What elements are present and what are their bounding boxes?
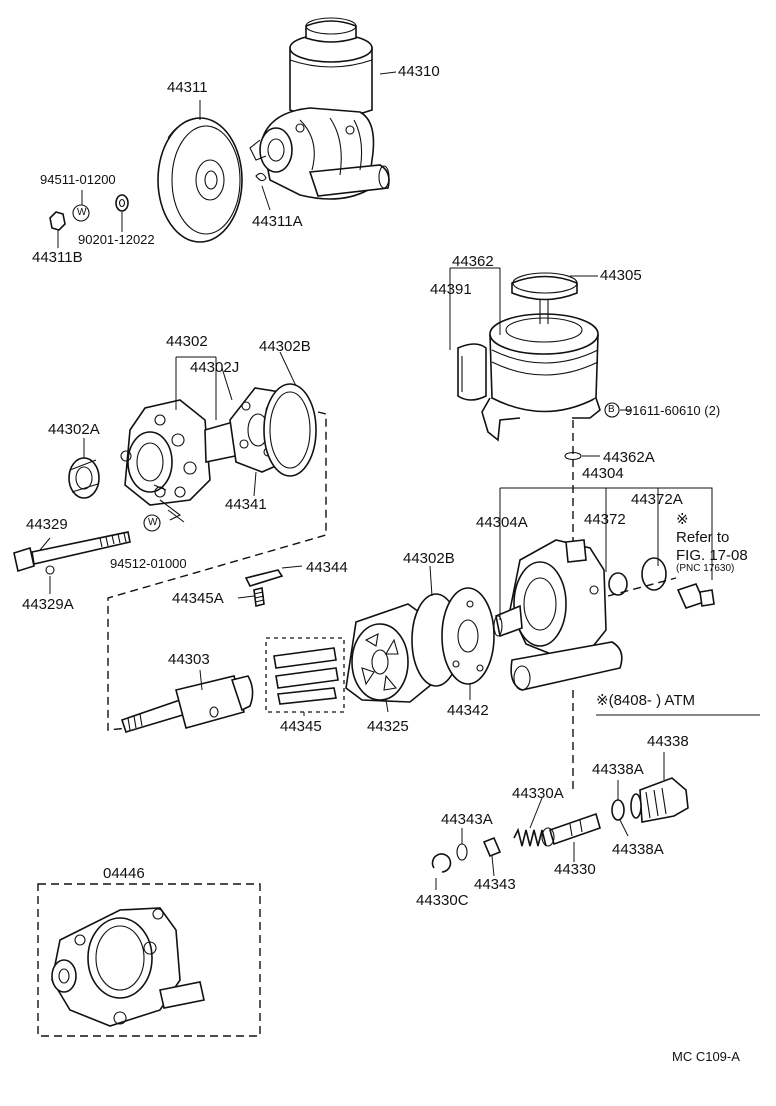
spring-44330a [513, 827, 547, 847]
label-04446: 04446 [103, 865, 145, 882]
label-44330a: 44330A [512, 785, 564, 802]
shaft-drawing [120, 675, 254, 733]
label-44304: 44304 [582, 465, 624, 482]
label-44342: 44342 [447, 702, 489, 719]
vane-pin-drawing [244, 569, 284, 607]
label-44330: 44330 [554, 861, 596, 878]
cam-ring-drawing [411, 587, 495, 687]
gasket-44302b-top [263, 383, 317, 477]
label-44325: 44325 [367, 718, 409, 735]
valve-44330-drawing [541, 812, 601, 847]
washer-94512 [143, 514, 161, 532]
label-44329a: 44329A [22, 596, 74, 613]
gasket-kit-drawing [51, 907, 205, 1027]
label-44304a: 44304A [476, 514, 528, 531]
label-44302: 44302 [166, 333, 208, 350]
note-fig: FIG. 17-08 [676, 547, 748, 564]
guide-line-plug [607, 577, 677, 597]
kit-box [37, 883, 261, 1037]
leader-lines [39, 71, 665, 890]
group-bracket-44302 [175, 356, 217, 420]
label-44345a: 44345A [172, 590, 224, 607]
label-44330c: 44330C [416, 892, 469, 909]
label-44372a: 44372A [631, 491, 683, 508]
label-94511-01200: 94511-01200 [40, 172, 116, 187]
label-44372: 44372 [584, 511, 626, 528]
label-44303: 44303 [168, 651, 210, 668]
label-44341: 44341 [225, 496, 267, 513]
label-44311: 44311 [167, 79, 208, 96]
note-mark: ※ [676, 511, 689, 528]
vane-set-box [265, 637, 345, 713]
woodruff-key-drawing [255, 172, 267, 182]
note-pnc: (PNC 17630) [676, 563, 735, 574]
guide-line-left [107, 411, 327, 731]
label-91611-60610: 91611-60610 (2) [625, 403, 721, 418]
label-90201-12022: 90201-12022 [78, 232, 155, 247]
group-bracket-44304 [499, 487, 713, 620]
plug-44343 [482, 836, 502, 858]
bolt-b-symbol [604, 402, 620, 418]
note-atm: ※(8408- ) ATM [596, 692, 695, 709]
oil-seal-drawing [68, 457, 100, 499]
washer-symbol-w: W [77, 207, 87, 218]
label-44343: 44343 [474, 876, 516, 893]
label-44311b: 44311B [32, 249, 83, 266]
label-44391: 44391 [430, 281, 472, 298]
pulley-drawing [157, 117, 243, 243]
o-ring-44338a [611, 799, 625, 821]
label-44302j: 44302J [190, 359, 240, 376]
reservoir-drawing [457, 272, 601, 442]
label-44343a: 44343A [441, 811, 493, 828]
front-housing-drawing [493, 539, 623, 691]
rear-housing-drawing [120, 399, 247, 521]
bolt-symbol-b: B [608, 404, 615, 415]
label-44338: 44338 [647, 733, 689, 750]
label-44302b-top: 44302B [259, 338, 311, 355]
label-44345: 44345 [280, 718, 322, 735]
label-94512-01000: 94512-01000 [110, 556, 187, 571]
washer-44329a [45, 565, 55, 575]
o-ring-44372a [641, 557, 667, 591]
bolt-44329-drawing [13, 531, 131, 573]
plug-44372 [608, 572, 628, 596]
switch-drawing [676, 583, 715, 609]
footer-code: MC C109-A [672, 1049, 740, 1064]
group-bracket-44362 [449, 267, 501, 350]
valve-plug-44338 [630, 777, 689, 823]
label-44338a-upper: 44338A [592, 761, 644, 778]
pump-assembly-drawing [249, 17, 390, 200]
label-44338a-lower: 44338A [612, 841, 664, 858]
label-44344: 44344 [306, 559, 348, 576]
rotor-drawing [345, 603, 433, 703]
vanes-drawing [273, 647, 339, 705]
label-44311a: 44311A [252, 213, 303, 230]
label-44329: 44329 [26, 516, 68, 533]
washer-nut-drawing [49, 194, 129, 231]
label-44305: 44305 [600, 267, 642, 284]
o-ring-44343a [456, 843, 468, 861]
washer-symbol-w-2: W [148, 517, 158, 528]
label-44310: 44310 [398, 63, 440, 80]
label-44302a: 44302A [48, 421, 100, 438]
snap-ring-44330c [431, 853, 452, 873]
note-refer-to: Refer to [676, 529, 730, 546]
label-44302b-mid: 44302B [403, 550, 455, 567]
label-44362a: 44362A [603, 449, 655, 466]
label-44362: 44362 [452, 253, 494, 270]
